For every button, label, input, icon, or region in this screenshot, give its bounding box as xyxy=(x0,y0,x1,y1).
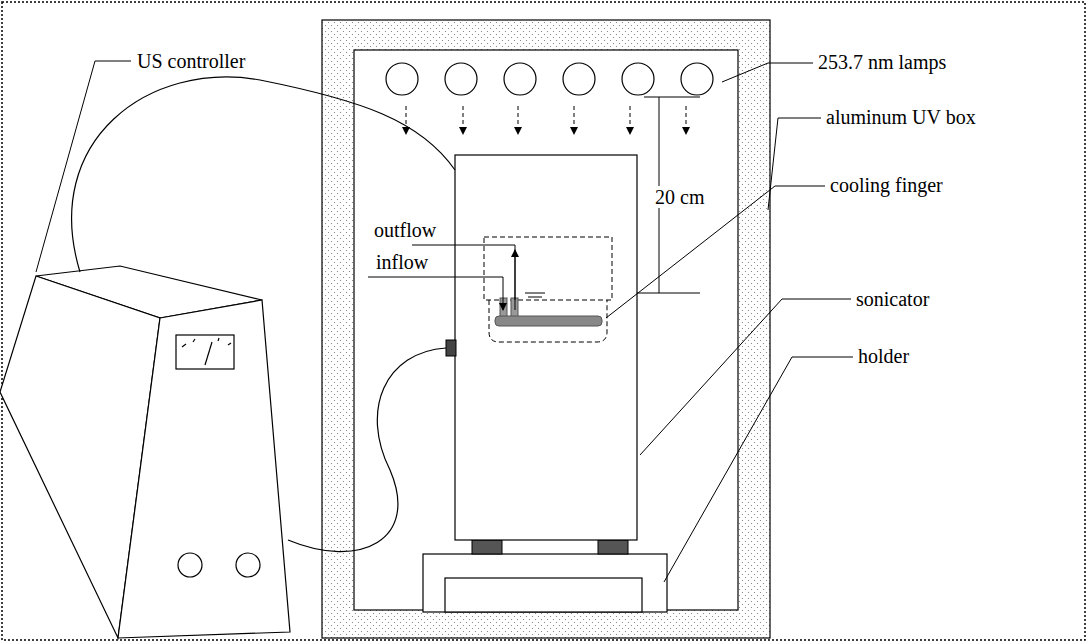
callout-label: aluminum UV box xyxy=(826,106,976,128)
leader-line xyxy=(36,61,853,582)
uv-lamps xyxy=(386,63,713,95)
holder xyxy=(423,554,667,612)
outflow-arrow xyxy=(515,250,516,300)
callout-label: US controller xyxy=(137,50,245,72)
callout-label: 20 cm xyxy=(653,186,706,208)
uv-box xyxy=(322,20,770,638)
us-controller xyxy=(0,266,290,638)
cable xyxy=(288,348,446,552)
sonicator xyxy=(446,155,637,554)
cable xyxy=(72,77,455,272)
callout-label: inflow xyxy=(376,251,428,273)
uv-rays xyxy=(406,106,686,134)
callout-label: outflow xyxy=(374,219,436,241)
callout-label: 253.7 nm lamps xyxy=(818,51,946,73)
inflow-line xyxy=(368,277,503,310)
callout-label: cooling finger xyxy=(830,174,943,196)
callout-label: sonicator xyxy=(856,288,929,310)
cooling-finger xyxy=(495,298,602,326)
callout-label: holder xyxy=(858,345,909,367)
